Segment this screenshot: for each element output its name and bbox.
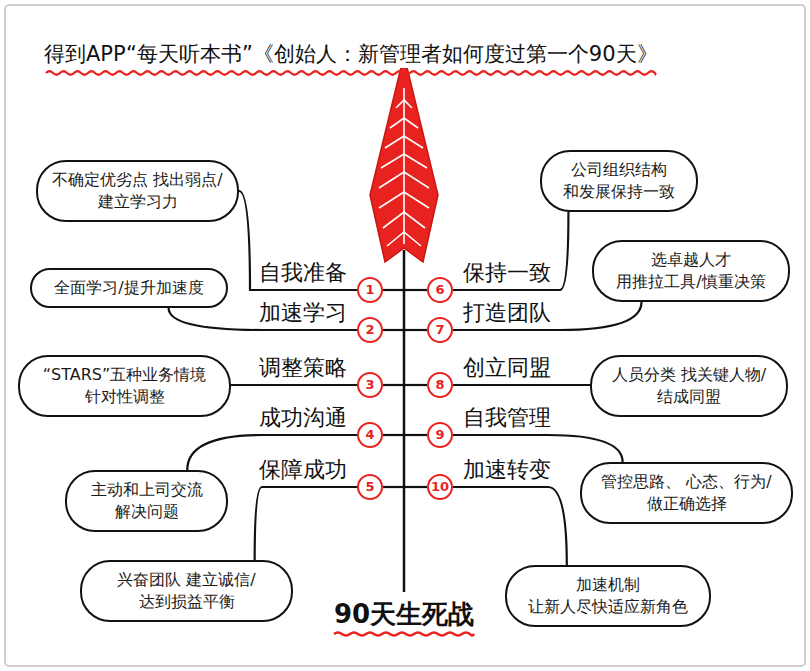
- title-underline: [46, 71, 656, 75]
- bottom-title: 90天生死战: [334, 598, 474, 630]
- number-circle: 7: [427, 317, 453, 343]
- callout-number: 6: [435, 279, 444, 301]
- branch-label: 打造团队: [461, 300, 553, 326]
- branch-label: 保障成功: [257, 457, 349, 483]
- number-circle: 6: [427, 277, 453, 303]
- callout-number: 4: [365, 424, 374, 446]
- topic-text: 兴奋团队 建立诚信/达到损益平衡: [94, 569, 279, 613]
- topic-bubble: 主动和上司交流 解决问题: [65, 470, 228, 532]
- callout-number: 10: [431, 476, 449, 498]
- topic-bubble: 选卓越人才 用推拉工具/慎重决策: [592, 240, 790, 302]
- callout-number: 3: [365, 374, 374, 396]
- topic-bubble: 不确定优劣点 找出弱点/建立学习力: [36, 160, 239, 222]
- topic-text: 公司组织结构 和发展保持一致: [554, 159, 684, 203]
- spear-feather: [379, 88, 429, 246]
- topic-text: 不确定优劣点 找出弱点/建立学习力: [50, 169, 225, 213]
- topic-text: 管控思路、 心态、行为/做正确选择: [594, 471, 779, 515]
- callout-number: 7: [435, 319, 444, 341]
- branch-label: 自我准备: [257, 260, 349, 286]
- topic-text: 选卓越人才 用推拉工具/慎重决策: [606, 249, 776, 293]
- topic-text: 加速机制 让新人尽快适应新角色: [519, 574, 697, 618]
- callout-number: 1: [365, 279, 374, 301]
- branch-label: 加速学习: [257, 300, 349, 326]
- callout-number: 9: [435, 424, 444, 446]
- topic-bubble: 加速机制 让新人尽快适应新角色: [505, 565, 711, 627]
- number-circle: 9: [427, 422, 453, 448]
- topic-bubble: 全面学习/提升加速度: [30, 268, 228, 308]
- spear-head: [370, 55, 438, 262]
- topic-text: 全面学习/提升加速度: [44, 277, 214, 299]
- branch-label: 调整策略: [257, 355, 349, 381]
- number-circle: 5: [357, 474, 383, 500]
- topic-text: 人员分类 找关键人物/结成同盟: [604, 364, 774, 408]
- number-circle: 8: [427, 372, 453, 398]
- branch-label: 加速转变: [461, 457, 553, 483]
- title: 得到APP“每天听本书”《创始人：新管理者如何度过第一个90天》: [44, 40, 658, 68]
- number-circle: 10: [427, 474, 453, 500]
- callout-number: 8: [435, 374, 444, 396]
- branch-label: 自我管理: [461, 405, 553, 431]
- callout-number: 5: [365, 476, 374, 498]
- topic-bubble: 人员分类 找关键人物/结成同盟: [590, 355, 788, 417]
- topic-bubble: 兴奋团队 建立诚信/达到损益平衡: [80, 560, 293, 622]
- number-circle: 4: [357, 422, 383, 448]
- topic-bubble: 管控思路、 心态、行为/做正确选择: [580, 462, 793, 524]
- spine: [403, 250, 406, 592]
- callout-number: 2: [365, 319, 374, 341]
- spine-ticks: [383, 290, 427, 487]
- topic-text: “STARS”五种业务情境 针对性调整: [32, 364, 217, 408]
- branch-label: 成功沟通: [257, 405, 349, 431]
- branch-line: [255, 487, 357, 560]
- branch-line: [239, 191, 357, 290]
- bottom-underline: [334, 633, 474, 636]
- number-circle: 2: [357, 317, 383, 343]
- number-circle: 3: [357, 372, 383, 398]
- branch-label: 保持一致: [461, 260, 553, 286]
- branch-line: [453, 212, 568, 290]
- branch-line: [453, 487, 567, 565]
- branch-line: [231, 384, 357, 386]
- branch-line: [453, 384, 590, 386]
- topic-bubble: 公司组织结构 和发展保持一致: [540, 150, 698, 212]
- number-circle: 1: [357, 277, 383, 303]
- frame: [5, 5, 805, 666]
- topic-text: 主动和上司交流 解决问题: [79, 479, 214, 523]
- topic-bubble: “STARS”五种业务情境 针对性调整: [18, 355, 231, 417]
- branch-label: 创立同盟: [461, 355, 553, 381]
